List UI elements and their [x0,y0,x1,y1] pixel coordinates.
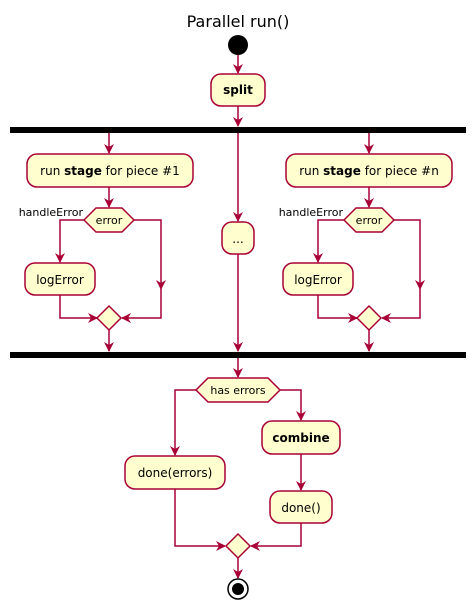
fork-bar [10,127,466,133]
handle-error-label-right: handleError [279,206,344,219]
run-stage-piece-n-label: run stage for piece #n [299,164,439,178]
edge-done-errors-merge [174,489,226,551]
edge-haserrors-done-errors [170,389,196,456]
edge-logerror-merge-right [317,295,358,323]
has-errors-label: has errors [210,384,266,397]
start-node [228,35,248,55]
run-stage-piece-1-node [26,153,194,188]
merge-diamond-right [355,304,383,332]
handle-error-label-left: handleError [19,206,84,219]
edge-error-logerror-right [313,219,344,263]
edge-error-skip-right [394,219,425,290]
done-errors-label: done(errors) [138,466,213,480]
merge-diamond-left [95,304,123,332]
final-merge-diamond [224,532,252,560]
ellipsis-label: ... [232,232,243,246]
error-label-left: error [96,214,123,227]
run-stage-piece-1-label: run stage for piece #1 [40,164,180,178]
combine-label: combine [272,431,329,445]
log-error-label-left: logError [36,273,84,287]
edge-haserrors-combine [280,389,306,421]
error-label-right: error [356,214,383,227]
edge-logerror-merge-left [59,295,98,323]
edge-skip-merge-left [121,289,162,323]
join-bar [10,352,466,358]
edge-done-merge [250,523,302,551]
log-error-label-right: logError [294,273,342,287]
edge-skip-merge-right [381,289,421,323]
done-label: done() [281,501,320,515]
diagram-title: Parallel run() [187,12,290,31]
edge-error-logerror-left [55,219,84,263]
split-label: split [223,83,253,97]
end-node [232,583,244,595]
edge-error-skip-left [134,219,166,290]
end-node-ring [227,578,249,600]
